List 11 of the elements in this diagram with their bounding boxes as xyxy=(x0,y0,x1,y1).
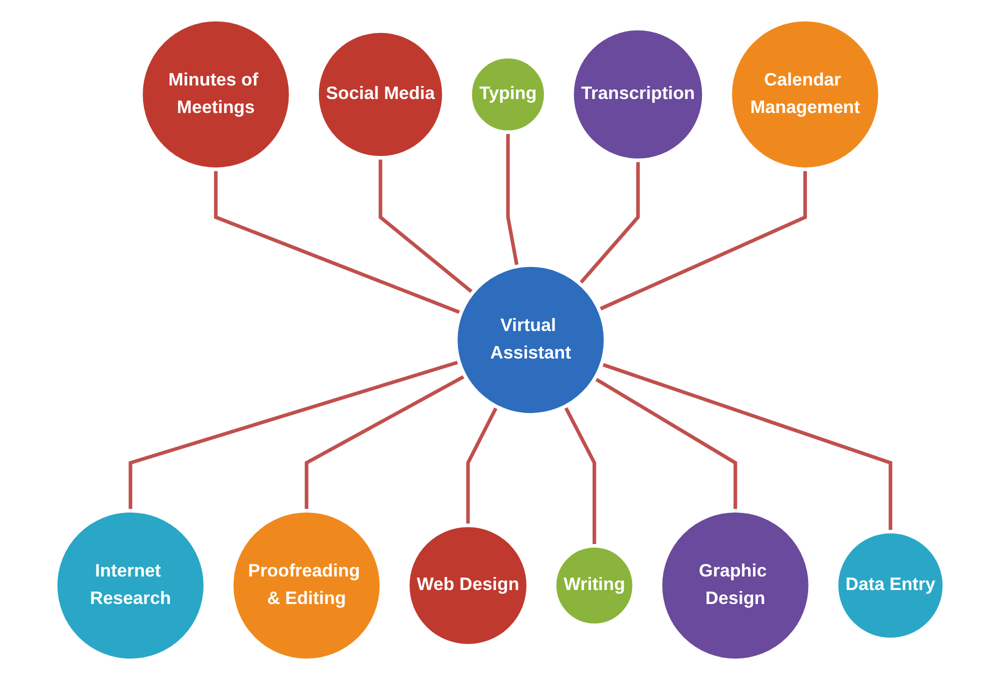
connector xyxy=(304,374,466,510)
connector xyxy=(466,405,498,525)
connector xyxy=(506,132,519,266)
connector xyxy=(598,168,807,311)
connector xyxy=(578,160,640,284)
connector xyxy=(214,168,462,314)
connector xyxy=(600,362,892,532)
connector xyxy=(128,360,460,510)
connector xyxy=(564,405,596,546)
connector xyxy=(378,157,474,294)
connector xyxy=(594,376,738,510)
